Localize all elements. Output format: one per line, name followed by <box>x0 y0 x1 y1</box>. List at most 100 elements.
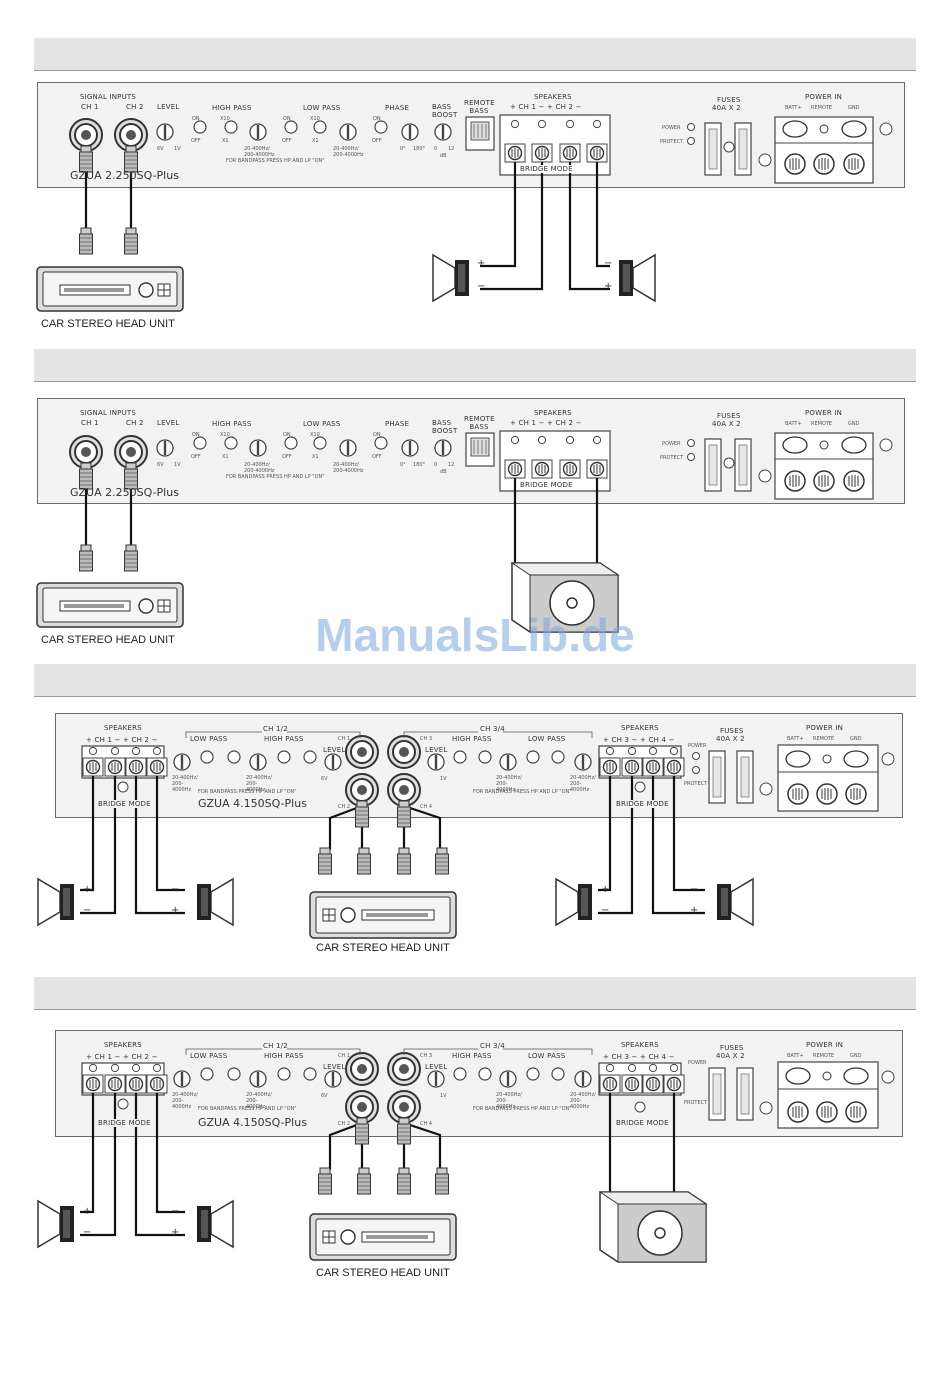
batt-label: BATT+ <box>787 1053 804 1059</box>
speakers-ch12-label: + CH 1 − + CH 2 − <box>86 1053 158 1061</box>
lp-x10-label: X10 <box>310 432 320 438</box>
level-min-label: 6V <box>321 776 328 782</box>
hp-on-label: ON <box>192 432 200 438</box>
protect-led-label: PROTECT <box>660 455 684 461</box>
in-ch3-label: CH 3 <box>420 1053 433 1059</box>
boost-db-label: dB <box>440 469 447 475</box>
hp-off-label: OFF <box>191 454 201 460</box>
level-min-label: 6V <box>321 1093 328 1099</box>
amplifier-4ch-panel-2 <box>55 1030 903 1137</box>
power-in-label: POWER IN <box>805 93 843 101</box>
model-label-2: GZUA 2.250SQ-Plus <box>70 486 179 499</box>
polarity-plus: + <box>83 1206 92 1217</box>
range-label-right: 20-400Hz/ 200-4000Hz <box>570 775 596 793</box>
range-label-mid: 20-400Hz/ 200-4000Hz <box>246 1092 272 1110</box>
hp-off-label: OFF <box>191 138 201 144</box>
bridge-mode-label: BRIDGE MODE <box>520 165 573 173</box>
polarity-minus: − <box>171 884 180 895</box>
power-in-label: POWER IN <box>806 1041 844 1049</box>
lp-range-label: 20-400Hz/ 200-4000Hz <box>333 146 364 158</box>
low-pass-label-right: LOW PASS <box>528 735 566 743</box>
high-pass-label-right: HIGH PASS <box>452 735 492 743</box>
level-label: LEVEL <box>323 1063 346 1071</box>
phase-label: PHASE <box>385 420 410 428</box>
hp-on-label: ON <box>192 116 200 122</box>
polarity-minus: − <box>477 281 486 292</box>
remote-bass-label: REMOTE BASS <box>464 415 495 431</box>
speaker-right-2 <box>196 878 234 926</box>
lp-off-label: OFF <box>282 454 292 460</box>
boost-db-label: dB <box>440 153 447 159</box>
high-pass-label: HIGH PASS <box>212 104 252 112</box>
level-max-label: 1V <box>440 1093 447 1099</box>
bass-boost-label: BASS BOOST <box>432 103 458 119</box>
boost-0-label: 0 <box>434 146 438 152</box>
subwoofer-box-1 <box>510 562 620 633</box>
protect-led-label: PROTECT <box>660 139 684 145</box>
phase-0-label: 0° <box>400 146 406 152</box>
head-unit-2 <box>36 582 184 628</box>
ch12-label: CH 1/2 <box>263 725 288 733</box>
phase-0-label: 0° <box>400 462 406 468</box>
hp-x1-label: X1 <box>222 454 229 460</box>
batt-label: BATT+ <box>785 421 802 427</box>
speaker-left-4 <box>37 1200 75 1248</box>
polarity-minus: − <box>601 905 610 916</box>
hp-x10-label: X10 <box>220 432 230 438</box>
power-in-label: POWER IN <box>805 409 843 417</box>
lp-range-label: 20-400Hz/ 200-4000Hz <box>333 462 364 474</box>
polarity-minus: − <box>171 1206 180 1217</box>
speaker-right-3 <box>716 878 754 926</box>
level-label: LEVEL <box>157 103 180 111</box>
model-label-1: GZUA 2.250SQ-Plus <box>70 169 179 182</box>
head-unit-4 <box>309 1213 457 1261</box>
gnd-label: GND <box>850 1053 862 1059</box>
polarity-plus: + <box>601 884 610 895</box>
level-max-label: 1V <box>174 462 181 468</box>
batt-label: BATT+ <box>785 105 802 111</box>
gnd-label: GND <box>848 105 860 111</box>
level-label: LEVEL <box>157 419 180 427</box>
watermark: ManualsLib.de <box>315 609 635 661</box>
range-label-mid: 20-400Hz/ 200-4000Hz <box>246 775 272 793</box>
phase-on-label: ON <box>373 432 381 438</box>
remote-label: REMOTE <box>811 421 833 427</box>
low-pass-label: LOW PASS <box>303 420 341 428</box>
in-ch2-label: CH 2 <box>338 1121 351 1127</box>
phase-off-label: OFF <box>372 138 382 144</box>
phase-off-label: OFF <box>372 454 382 460</box>
high-pass-label: HIGH PASS <box>264 1052 304 1060</box>
speakers-ch34-label: + CH 3 − + CH 4 − <box>603 736 675 744</box>
phase-on-label: ON <box>373 116 381 122</box>
range-label-left: 20-400Hz/ 200-4000Hz <box>172 775 198 793</box>
polarity-plus: + <box>83 884 92 895</box>
section-header-1 <box>34 38 916 71</box>
fuses-value-label: 40A X 2 <box>712 420 741 428</box>
in-ch4-label: CH 4 <box>420 804 433 810</box>
hp-range-label: 20-400Hz/ 200-4000Hz <box>244 146 275 158</box>
in-ch3-label: CH 3 <box>420 736 433 742</box>
ch34-label: CH 3/4 <box>480 1042 505 1050</box>
fuses-value-label: 40A X 2 <box>712 104 741 112</box>
fuses-value-label: 40A X 2 <box>716 1052 745 1060</box>
speakers-label: SPEAKERS <box>534 409 572 417</box>
amp2ch-1-controls <box>69 114 893 184</box>
low-pass-label: LOW PASS <box>190 1052 228 1060</box>
lp-x10-label: X10 <box>310 116 320 122</box>
level-min-label: 6V <box>157 146 164 152</box>
input-ch2-label: CH 2 <box>126 419 144 427</box>
ch34-label: CH 3/4 <box>480 725 505 733</box>
phase-180-label: 180° <box>413 146 426 152</box>
bridge-mode-label-right: BRIDGE MODE <box>616 800 669 808</box>
boost-12-label: 12 <box>448 146 455 152</box>
lp-x1-label: X1 <box>312 138 319 144</box>
amp4ch-2-controls <box>81 1048 895 1129</box>
speakers-ch34-label: + CH 3 − + CH 4 − <box>603 1053 675 1061</box>
section-header-3 <box>34 664 916 697</box>
speaker-left-2 <box>37 878 75 926</box>
speakers-channel-label: + CH 1 − + CH 2 − <box>510 419 582 427</box>
phase-label: PHASE <box>385 104 410 112</box>
ch12-label: CH 1/2 <box>263 1042 288 1050</box>
high-pass-label-right: HIGH PASS <box>452 1052 492 1060</box>
protect-led-label: PROTECT <box>684 1100 708 1106</box>
